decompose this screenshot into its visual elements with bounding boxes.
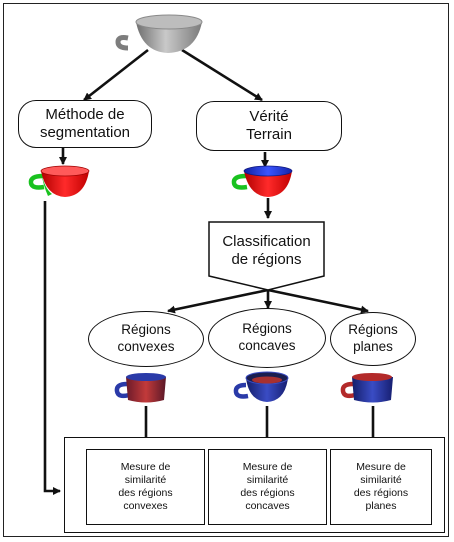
planar-regions-label: Régions planes bbox=[348, 322, 398, 354]
classification-shape bbox=[208, 221, 325, 291]
planar-measure-label: Mesure de similarité des régions planes bbox=[353, 461, 409, 512]
cup-icon bbox=[115, 14, 203, 53]
segmentation-method-box: Méthode de segmentation bbox=[18, 100, 152, 148]
ground-truth-label: Vérité Terrain bbox=[246, 108, 292, 143]
convex-measure-label: Mesure de similarité des régions convexe… bbox=[118, 461, 173, 512]
classification-label: Classification de régions bbox=[222, 233, 311, 268]
segmentation-method-label: Méthode de segmentation bbox=[39, 106, 131, 141]
planar-regions-oval: Régions planes bbox=[330, 312, 416, 366]
arrow-classification-to-convex bbox=[167, 288, 269, 314]
arrow-classification-to-planar bbox=[267, 288, 369, 314]
diagram-frame bbox=[3, 3, 449, 537]
arrow-cup-to-method bbox=[83, 48, 149, 102]
convex-measure-box: Mesure de similarité des régions convexe… bbox=[86, 449, 205, 525]
ground-truth-box: Vérité Terrain bbox=[196, 101, 342, 151]
arrow-method-cup-to-measures bbox=[43, 201, 61, 495]
concave-regions-oval: Régions concaves bbox=[208, 308, 326, 368]
cup-icon bbox=[231, 165, 293, 197]
cup-icon bbox=[340, 373, 393, 403]
planar-measure-box: Mesure de similarité des régions planes bbox=[330, 449, 432, 525]
convex-regions-label: Régions convexes bbox=[117, 322, 175, 354]
classification-label-wrap: Classification de régions bbox=[209, 222, 324, 280]
concave-measure-label: Mesure de similarité des régions concave… bbox=[240, 461, 295, 512]
cup-icon bbox=[233, 371, 289, 402]
cup-icon bbox=[28, 165, 90, 197]
cup-icon bbox=[114, 373, 166, 403]
concave-measure-box: Mesure de similarité des régions concave… bbox=[208, 449, 327, 525]
arrow-cup-to-truth bbox=[181, 48, 263, 102]
convex-regions-oval: Régions convexes bbox=[88, 311, 204, 367]
concave-regions-label: Régions concaves bbox=[238, 321, 296, 353]
